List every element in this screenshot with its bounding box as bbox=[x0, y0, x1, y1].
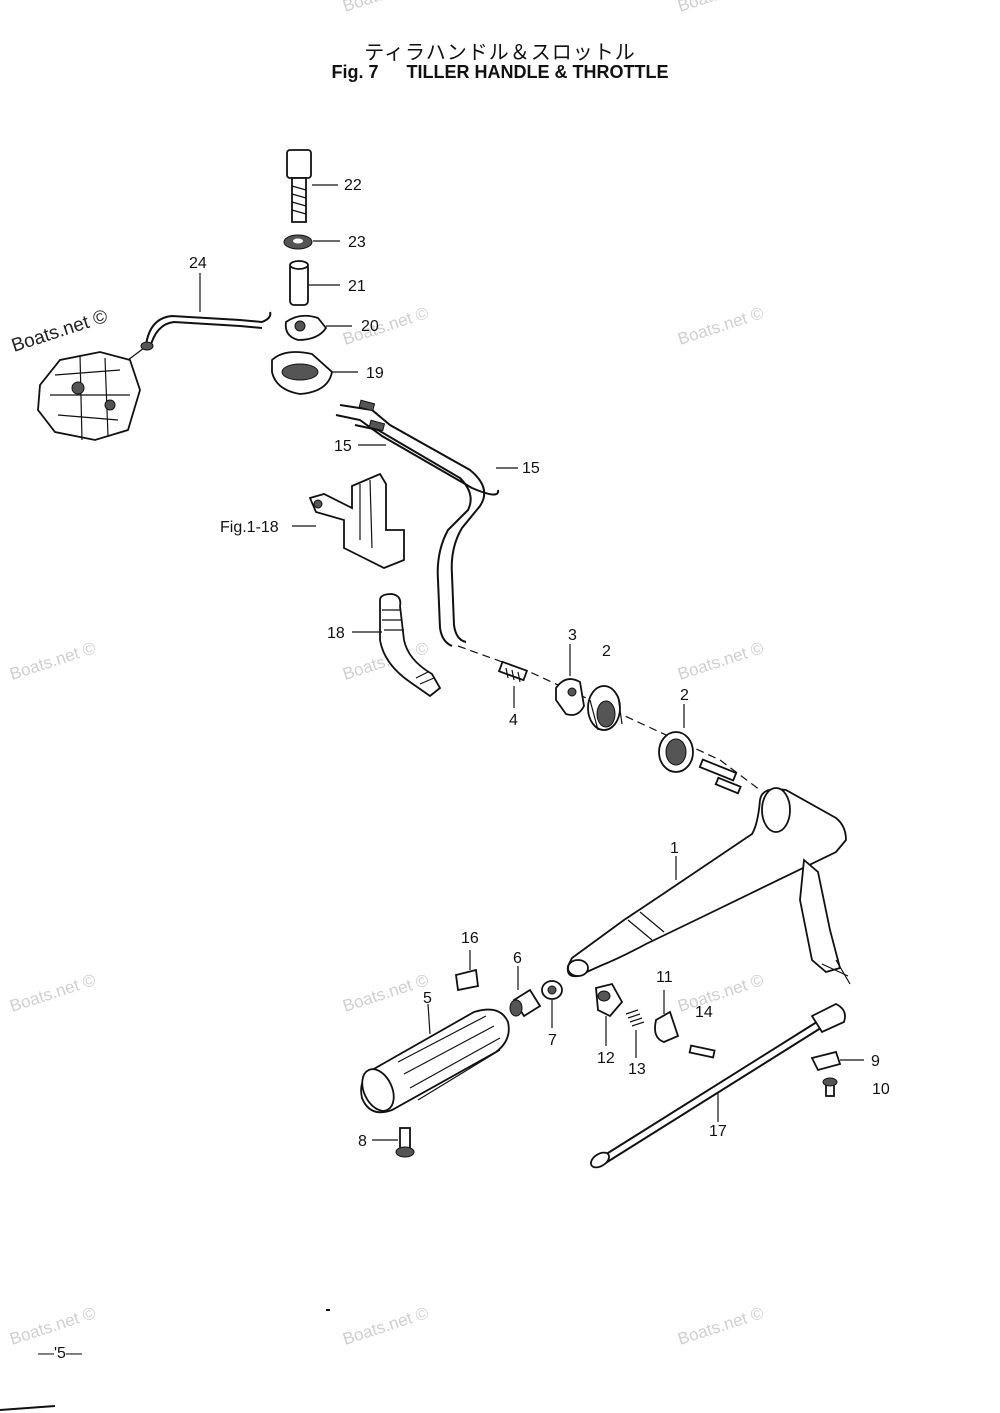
watermarks: Boats.net © Boats.net © Boats.net © Boat… bbox=[7, 0, 766, 1349]
callout-17: 17 bbox=[709, 1123, 727, 1140]
callout-19: 19 bbox=[366, 365, 384, 382]
link-rod-24 bbox=[140, 273, 272, 351]
title-japanese: ティラハンドル＆スロットル bbox=[364, 40, 636, 64]
callout-4: 4 bbox=[509, 712, 518, 729]
ring-2a bbox=[587, 685, 623, 731]
collar-21 bbox=[289, 260, 340, 306]
clip-9 bbox=[810, 1050, 864, 1072]
figure-name: TILLER HANDLE & THROTTLE bbox=[406, 62, 669, 82]
plug-6 bbox=[509, 966, 542, 1018]
callout-16: 16 bbox=[461, 930, 479, 947]
callout-24: 24 bbox=[189, 255, 207, 272]
callout-20: 20 bbox=[361, 318, 379, 335]
watermark: Boats.net © bbox=[340, 970, 431, 1016]
callout-7: 7 bbox=[548, 1032, 557, 1049]
watermark: Boats.net © bbox=[675, 970, 766, 1016]
callout-21: 21 bbox=[348, 278, 366, 295]
callout-23: 23 bbox=[348, 234, 366, 251]
cam-20 bbox=[284, 314, 352, 341]
callout-15: 15 bbox=[522, 460, 540, 477]
figure-number: Fig. 7 bbox=[331, 62, 379, 82]
callout-18: 18 bbox=[327, 625, 345, 642]
callout-22: 22 bbox=[344, 177, 362, 194]
page-number: —'5— bbox=[38, 1345, 82, 1362]
callout-9: 9 bbox=[871, 1053, 880, 1070]
washer-7 bbox=[541, 980, 563, 1028]
watermark: Boats.net © bbox=[675, 1303, 766, 1349]
watermark: Boats.net © bbox=[340, 0, 431, 16]
callout-1: 1 bbox=[670, 840, 679, 857]
watermark: Boats.net © bbox=[340, 303, 431, 349]
watermark: Boats.net © bbox=[675, 0, 766, 16]
connector-rods bbox=[698, 758, 742, 795]
figure-title: Fig. 7 TILLER HANDLE & THROTTLE bbox=[0, 62, 1000, 83]
callout-6: 6 bbox=[513, 950, 522, 967]
spring-13 bbox=[625, 1009, 645, 1058]
watermark: Boats.net © bbox=[675, 638, 766, 684]
hose-18 bbox=[352, 593, 442, 698]
screw-8 bbox=[372, 1127, 415, 1158]
engine-sketch bbox=[37, 344, 149, 441]
throttle-grip-5 bbox=[360, 1003, 510, 1114]
friction-block-11 bbox=[654, 990, 680, 1043]
watermark: Boats.net © bbox=[7, 1303, 98, 1349]
pulley-19 bbox=[271, 351, 358, 395]
bracket-fig1-18 bbox=[292, 472, 405, 569]
throttle-rod-17 bbox=[590, 1002, 846, 1169]
throttle-cables-15 bbox=[335, 399, 518, 647]
callout-8: 8 bbox=[358, 1133, 367, 1150]
callout-2: 2 bbox=[680, 687, 689, 704]
watermark: Boats.net © bbox=[675, 303, 766, 349]
watermark: Boats.net © bbox=[340, 1303, 431, 1349]
watermark: Boats.net © bbox=[7, 638, 98, 684]
callout-3: 3 bbox=[568, 627, 577, 644]
callout-fig-1-18: Fig.1-18 bbox=[220, 519, 279, 536]
screw-14 bbox=[688, 1044, 716, 1059]
callout-11: 11 bbox=[656, 969, 673, 986]
callout-10: 10 bbox=[872, 1081, 890, 1098]
callout-14: 14 bbox=[695, 1004, 713, 1021]
plate-3 bbox=[555, 644, 585, 716]
edge-mark bbox=[0, 1405, 56, 1411]
screw-4 bbox=[497, 660, 529, 708]
screw-10 bbox=[822, 1077, 838, 1097]
watermark: Boats.net © bbox=[7, 970, 98, 1016]
bolt-22 bbox=[286, 149, 338, 223]
callout-5: 5 bbox=[423, 990, 432, 1007]
callout-12: 12 bbox=[597, 1050, 615, 1067]
callout-15: 15 bbox=[334, 438, 352, 455]
watermark: Boats.net © bbox=[9, 306, 110, 357]
callout-labels: 22 23 24 21 20 19 15 15 Fig.1-18 18 3 2 … bbox=[189, 177, 890, 1150]
tiller-arm-1 bbox=[566, 787, 851, 985]
callout-2: 2 bbox=[602, 643, 611, 660]
ring-2b bbox=[658, 704, 694, 773]
callout-13: 13 bbox=[628, 1061, 646, 1078]
washer-23 bbox=[283, 234, 340, 250]
throttle-stop-12 bbox=[595, 982, 624, 1046]
decal-16 bbox=[455, 950, 479, 992]
